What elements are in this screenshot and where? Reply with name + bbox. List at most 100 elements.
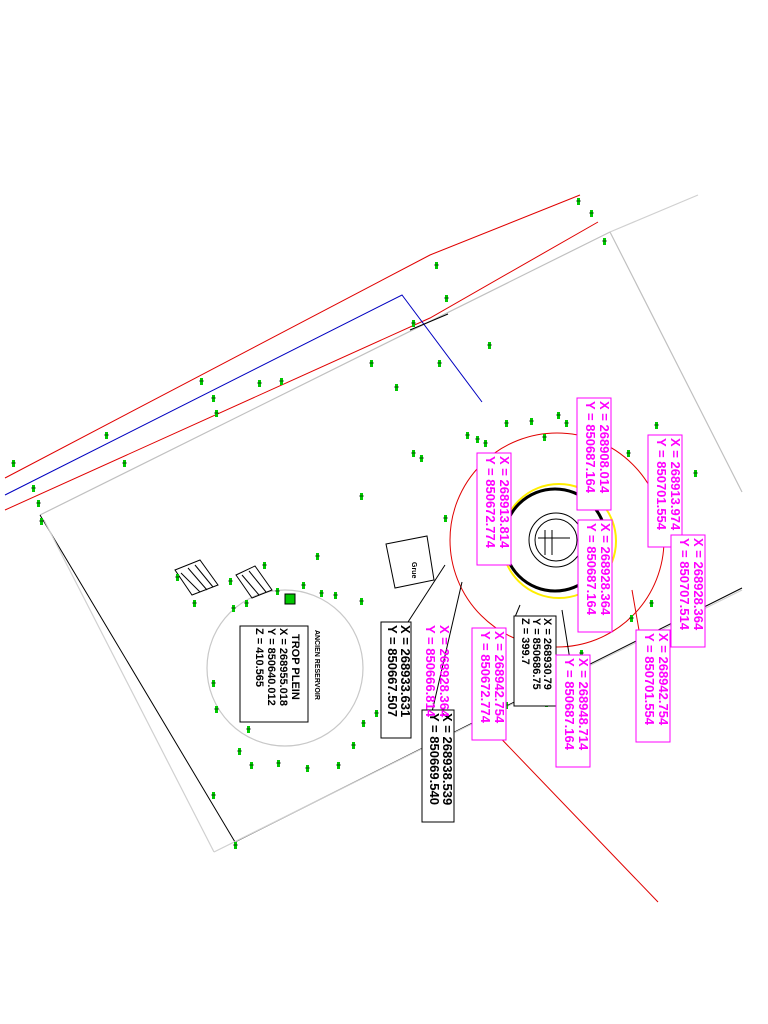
magenta-coord-label-9: X = 268942.754 Y = 850701.554 [635,629,671,743]
survey-point-marker [200,378,203,385]
survey-point-marker [484,440,487,447]
survey-point-marker [232,605,235,612]
survey-point-marker [12,460,15,467]
survey-point-marker [412,450,415,457]
survey-point-marker [444,515,447,522]
crane-building: Grue [385,535,435,589]
magenta-coord-label-8: X = 268948.714 Y = 850687.164 [555,654,591,768]
magenta-label-2-x: X = 268913.974 [668,438,683,531]
survey-point-marker [306,765,309,772]
magenta-label-3-x: X = 268913.814 [497,456,512,549]
survey-point-marker [263,562,266,569]
survey-point-marker [277,760,280,767]
black-label-2-x: X = 268938.539 [440,713,455,805]
magenta-label-8-y: Y = 850687.164 [562,658,577,751]
survey-point-marker [488,342,491,349]
magenta-label-1-x: X = 268908.014 [597,401,612,494]
survey-point-marker [215,706,218,713]
survey-point-marker [32,485,35,492]
survey-point-marker [360,598,363,605]
black-label-2-y: Y = 850669.540 [427,713,442,805]
survey-point-marker [40,518,43,525]
survey-point-marker [247,726,250,733]
survey-point-marker [215,410,218,417]
survey-point-marker [234,842,237,849]
magenta-label-8-x: X = 268948.714 [576,658,591,751]
center-x: X = 268930.79 [541,618,553,690]
survey-point-marker [375,710,378,717]
survey-point-marker [565,420,568,427]
survey-point-marker [280,378,283,385]
survey-point-marker [603,238,606,245]
survey-point-marker [476,436,479,443]
survey-point-marker [694,470,697,477]
reservoir-name: ANCIEN RESERVOIR [313,630,320,700]
survey-point-marker [420,455,423,462]
magenta-label-4-y: Y = 850687.164 [584,523,599,616]
survey-point-marker [276,588,279,595]
survey-point-marker [258,380,261,387]
center-cross [538,530,570,555]
hatched-structures [174,559,273,599]
survey-point-marker [105,432,108,439]
survey-point-marker [212,792,215,799]
survey-point-marker [590,210,593,217]
survey-point-marker [337,762,340,769]
survey-point-marker [176,574,179,581]
survey-point-marker [370,360,373,367]
red-alignment-line [487,724,659,903]
reservoir-label: TROP PLEIN X = 268955.018 Y = 850640.012… [239,625,309,723]
black-coord-label-2: X = 268938.539 Y = 850669.540 [421,709,455,823]
survey-point-marker [627,450,630,457]
magenta-label-1-y: Y = 850687.164 [583,401,598,494]
survey-point-marker [316,553,319,560]
old-reservoir-circle [206,589,364,747]
magenta-label-5-x: X = 268928.364 [691,538,706,631]
black-label-1-y: Y = 850667.507 [385,625,400,717]
center-z: Z = 399.7 [519,618,531,665]
survey-point-marker [438,360,441,367]
survey-point-marker [334,592,337,599]
reservoir-x: X = 268955.018 [277,628,289,706]
survey-point-marker [530,418,533,425]
survey-point-marker [395,384,398,391]
survey-point-marker [320,590,323,597]
survey-point-marker [466,432,469,439]
magenta-coord-label-4: X = 268928.364 Y = 850687.164 [577,519,613,633]
survey-point-marker [412,320,415,327]
magenta-label-6-y: Y = 850666.814 [423,625,438,718]
survey-point-marker [655,422,658,429]
magenta-label-9-x: X = 268942.754 [656,633,671,726]
magenta-label-6-x: X = 268928.364 [437,625,452,718]
reservoir-trop-plein: TROP PLEIN [289,634,301,700]
magenta-coord-label-5: X = 268928.364 Y = 850707.514 [670,534,706,648]
magenta-coord-label-2: X = 268913.974 Y = 850701.554 [647,434,683,548]
magenta-label-4-x: X = 268928.364 [598,523,613,616]
magenta-label-5-y: Y = 850707.514 [677,538,692,631]
reservoir-z: Z = 410.565 [253,628,265,687]
inner-circle-1 [528,512,584,568]
survey-station-marker [284,593,296,605]
magenta-label-2-y: Y = 850701.554 [654,438,669,531]
leader-lines [407,564,641,713]
survey-point-marker [193,600,196,607]
magenta-coord-label-3: X = 268913.814 Y = 850672.774 [476,452,512,566]
survey-point-marker [212,680,215,687]
survey-point-marker [543,434,546,441]
magenta-label-7-y: Y = 850672.774 [478,631,493,724]
survey-point-marker [212,395,215,402]
survey-point-marker [577,198,580,205]
survey-point-marker [302,582,305,589]
survey-point-marker [650,600,653,607]
survey-point-marker [445,295,448,302]
survey-points [11,198,704,849]
survey-point-marker [362,720,365,727]
building-label: Grue [410,562,417,578]
magenta-coord-label-6: X = 268928.364 Y = 850666.814 [423,625,452,718]
survey-point-marker [238,748,241,755]
survey-point-marker [250,762,253,769]
survey-point-marker [435,262,438,269]
survey-point-marker [37,500,40,507]
reservoir-y: Y = 850640.012 [265,628,277,706]
